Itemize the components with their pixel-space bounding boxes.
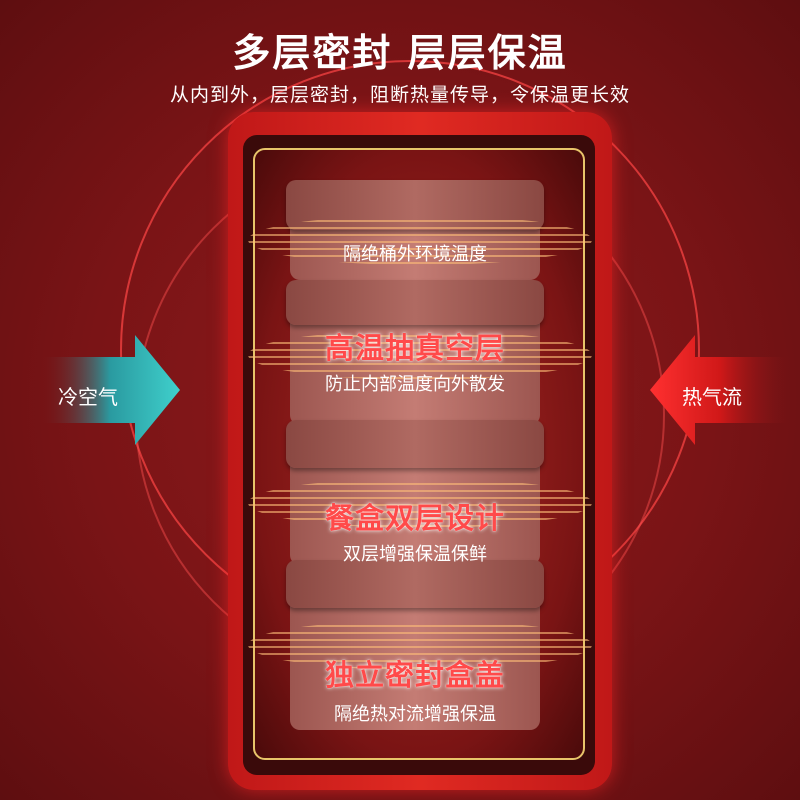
layer-title: 独立密封盒盖 <box>324 658 505 692</box>
arrow-right-icon <box>40 335 180 445</box>
cold-air-label: 冷空气 <box>58 385 118 409</box>
heat-wave-lines <box>248 215 592 265</box>
page-title: 多层密封 层层保温 <box>232 31 568 75</box>
arrow-left-icon <box>650 335 790 445</box>
heat-wave-lines <box>248 330 592 380</box>
hot-air-arrow: 热气流 <box>650 335 790 445</box>
heat-wave-lines <box>248 478 592 528</box>
layer-title: 餐盒双层设计 <box>324 501 505 535</box>
food-box-lid-3 <box>286 420 544 468</box>
cold-air-arrow: 冷空气 <box>40 335 180 445</box>
layer-caption: 双层增强保温保鲜 <box>343 544 487 565</box>
hot-air-label: 热气流 <box>682 385 742 409</box>
layer-caption: 隔绝热对流增强保温 <box>334 704 496 725</box>
layer-caption: 隔绝桶外环境温度 <box>343 244 487 265</box>
food-box-lid-4 <box>286 560 544 608</box>
food-box-lid-2 <box>286 280 544 325</box>
heat-wave-lines <box>248 620 592 670</box>
page-subtitle: 从内到外，层层密封，阻断热量传导，令保温更长效 <box>169 84 630 106</box>
layer-title: 高温抽真空层 <box>324 331 505 365</box>
layer-caption: 防止内部温度向外散发 <box>325 374 505 395</box>
